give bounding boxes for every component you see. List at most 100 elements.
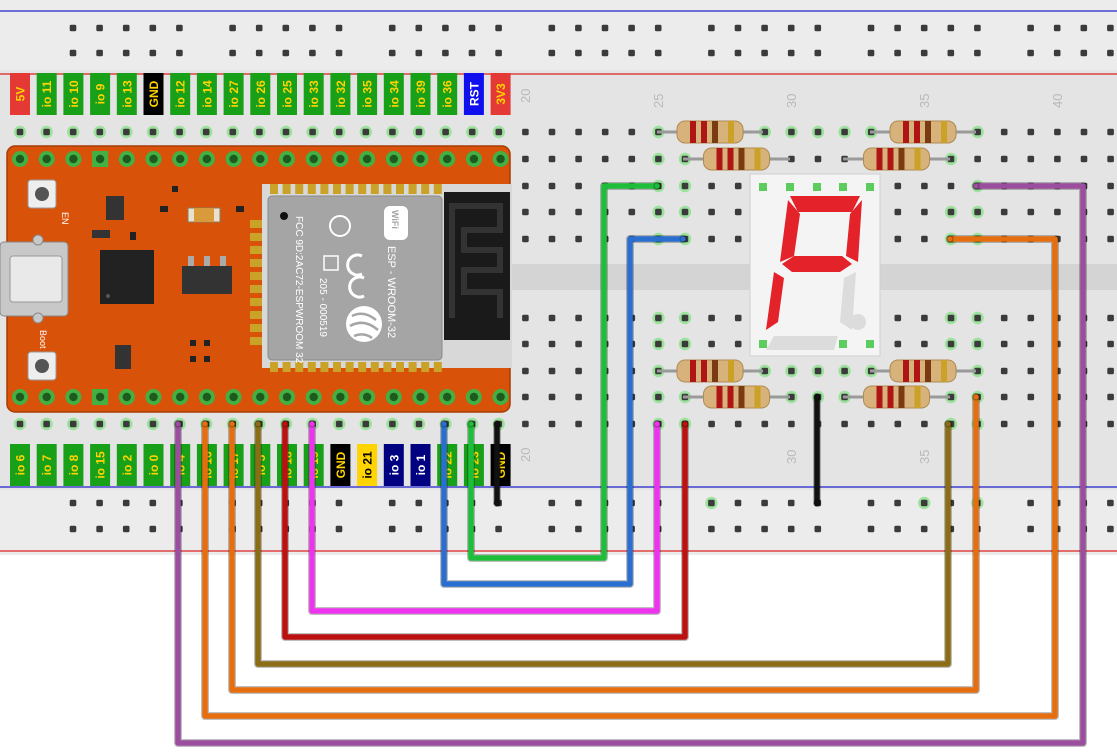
breadboard-hole[interactable]	[974, 24, 981, 32]
breadboard-hole[interactable]	[974, 340, 981, 348]
breadboard-hole[interactable]	[894, 49, 901, 57]
breadboard-hole[interactable]	[1107, 499, 1114, 507]
breadboard-hole[interactable]	[655, 155, 662, 163]
breadboard-hole[interactable]	[522, 420, 529, 428]
breadboard-hole[interactable]	[575, 393, 582, 401]
breadboard-hole[interactable]	[947, 24, 955, 32]
breadboard-hole[interactable]	[628, 24, 635, 32]
breadboard-hole[interactable]	[495, 49, 502, 57]
breadboard-hole[interactable]	[522, 314, 529, 322]
breadboard-hole[interactable]	[708, 24, 715, 32]
breadboard-hole[interactable]	[575, 340, 582, 348]
breadboard-hole[interactable]	[522, 182, 529, 190]
breadboard-hole[interactable]	[309, 49, 316, 57]
breadboard-hole[interactable]	[1027, 367, 1035, 375]
breadboard-hole[interactable]	[734, 499, 742, 507]
boot-button-cap[interactable]	[35, 359, 49, 373]
breadboard-hole[interactable]	[974, 314, 981, 322]
breadboard-hole[interactable]	[1107, 314, 1114, 322]
breadboard-hole[interactable]	[256, 128, 263, 136]
breadboard-hole[interactable]	[176, 24, 183, 32]
breadboard-hole[interactable]	[654, 49, 662, 57]
breadboard-hole[interactable]	[415, 128, 423, 136]
breadboard-hole[interactable]	[229, 49, 236, 57]
breadboard-hole[interactable]	[149, 128, 157, 136]
breadboard-hole[interactable]	[548, 525, 556, 533]
breadboard-hole[interactable]	[814, 24, 822, 32]
breadboard-hole[interactable]	[894, 182, 902, 190]
breadboard-hole[interactable]	[788, 420, 795, 428]
breadboard-hole[interactable]	[575, 128, 582, 136]
breadboard-hole[interactable]	[575, 49, 582, 57]
breadboard-hole[interactable]	[734, 314, 742, 322]
breadboard-hole[interactable]	[841, 128, 848, 136]
breadboard-hole[interactable]	[389, 420, 396, 428]
breadboard-hole[interactable]	[601, 128, 609, 136]
breadboard-hole[interactable]	[149, 49, 157, 57]
breadboard-hole[interactable]	[43, 420, 50, 428]
breadboard-hole[interactable]	[522, 235, 529, 243]
breadboard-hole[interactable]	[149, 24, 157, 32]
breadboard-hole[interactable]	[1027, 128, 1035, 136]
breadboard-hole[interactable]	[814, 49, 822, 57]
breadboard-hole[interactable]	[814, 155, 822, 163]
breadboard-hole[interactable]	[548, 420, 556, 428]
breadboard-hole[interactable]	[1107, 340, 1114, 348]
breadboard-hole[interactable]	[655, 393, 662, 401]
wire-magenta[interactable]	[309, 421, 660, 614]
breadboard-hole[interactable]	[761, 525, 768, 533]
breadboard-hole[interactable]	[814, 128, 822, 136]
breadboard-hole[interactable]	[43, 128, 50, 136]
breadboard-hole[interactable]	[1080, 24, 1088, 32]
breadboard-hole[interactable]	[1000, 367, 1008, 375]
breadboard-hole[interactable]	[894, 340, 902, 348]
wire-green[interactable]	[468, 183, 660, 561]
breadboard-hole[interactable]	[601, 49, 609, 57]
breadboard-hole[interactable]	[575, 235, 582, 243]
breadboard-hole[interactable]	[69, 128, 77, 136]
breadboard-hole[interactable]	[681, 340, 689, 348]
breadboard-hole[interactable]	[734, 340, 742, 348]
wire-red[interactable]	[282, 421, 688, 640]
breadboard-hole[interactable]	[788, 155, 795, 163]
breadboard-hole[interactable]	[921, 182, 928, 190]
breadboard-hole[interactable]	[921, 235, 928, 243]
breadboard-hole[interactable]	[575, 155, 582, 163]
breadboard-hole[interactable]	[894, 525, 901, 533]
breadboard-hole[interactable]	[787, 24, 795, 32]
breadboard-hole[interactable]	[681, 314, 689, 322]
breadboard-hole[interactable]	[149, 420, 157, 428]
breadboard-hole[interactable]	[522, 393, 529, 401]
breadboard-hole[interactable]	[947, 314, 955, 322]
breadboard-hole[interactable]	[16, 420, 24, 428]
breadboard-hole[interactable]	[389, 128, 396, 136]
breadboard-hole[interactable]	[708, 314, 715, 322]
breadboard-hole[interactable]	[575, 367, 582, 375]
breadboard-hole[interactable]	[282, 128, 290, 136]
breadboard-hole[interactable]	[16, 128, 24, 136]
breadboard-hole[interactable]	[841, 367, 848, 375]
breadboard-hole[interactable]	[442, 128, 449, 136]
breadboard-hole[interactable]	[1000, 128, 1008, 136]
breadboard-hole[interactable]	[415, 24, 423, 32]
breadboard-hole[interactable]	[921, 314, 928, 322]
breadboard-hole[interactable]	[575, 420, 582, 428]
breadboard-hole[interactable]	[920, 24, 928, 32]
breadboard-hole[interactable]	[1107, 208, 1114, 216]
breadboard-hole[interactable]	[734, 208, 742, 216]
breadboard-hole[interactable]	[628, 155, 636, 163]
breadboard-hole[interactable]	[734, 24, 742, 32]
breadboard-hole[interactable]	[628, 128, 636, 136]
breadboard-hole[interactable]	[548, 314, 556, 322]
breadboard-hole[interactable]	[947, 49, 955, 57]
breadboard-hole[interactable]	[415, 420, 423, 428]
breadboard-hole[interactable]	[149, 525, 157, 533]
breadboard-hole[interactable]	[947, 208, 955, 216]
wire-blue[interactable]	[441, 236, 686, 587]
breadboard-hole[interactable]	[1107, 182, 1114, 190]
breadboard-hole[interactable]	[1000, 314, 1008, 322]
breadboard-hole[interactable]	[388, 24, 396, 32]
breadboard-hole[interactable]	[96, 49, 103, 57]
breadboard-hole[interactable]	[149, 499, 157, 507]
breadboard-hole[interactable]	[787, 525, 795, 533]
